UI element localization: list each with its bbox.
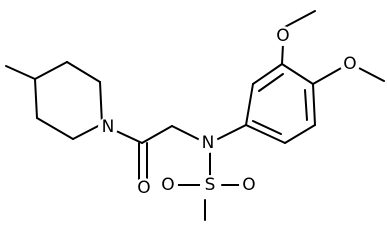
sulfonyl-oxygen-left-label: O (158, 175, 178, 195)
para-methoxy-oxygen-text: O (343, 54, 356, 74)
chemical-structure: N O N S O O O O (5, 10, 385, 221)
piperidine-nitrogen-text: N (102, 117, 115, 137)
meta-methoxy-oxygen-text: O (276, 26, 289, 46)
sulfur-text: S (205, 175, 216, 195)
carbonyl-oxygen-label: O (134, 178, 154, 198)
sulfonamide-nitrogen-label: N (198, 133, 218, 153)
sulfonyl-oxygen-left-text: O (161, 175, 174, 195)
piperidine-nitrogen-label: N (98, 117, 118, 137)
sulfonamide-nitrogen-text: N (202, 133, 215, 153)
atom-labels: N O N S O O O O (98, 26, 360, 198)
sulfonyl-oxygen-right-label: O (239, 175, 259, 195)
sulfur-label: S (200, 175, 220, 195)
carbonyl-oxygen-text: O (137, 178, 150, 198)
sulfonyl-oxygen-right-text: O (242, 175, 255, 195)
para-methoxy-oxygen-label: O (340, 54, 360, 74)
meta-methoxy-oxygen-label: O (273, 26, 293, 46)
bond-lines (5, 10, 385, 221)
